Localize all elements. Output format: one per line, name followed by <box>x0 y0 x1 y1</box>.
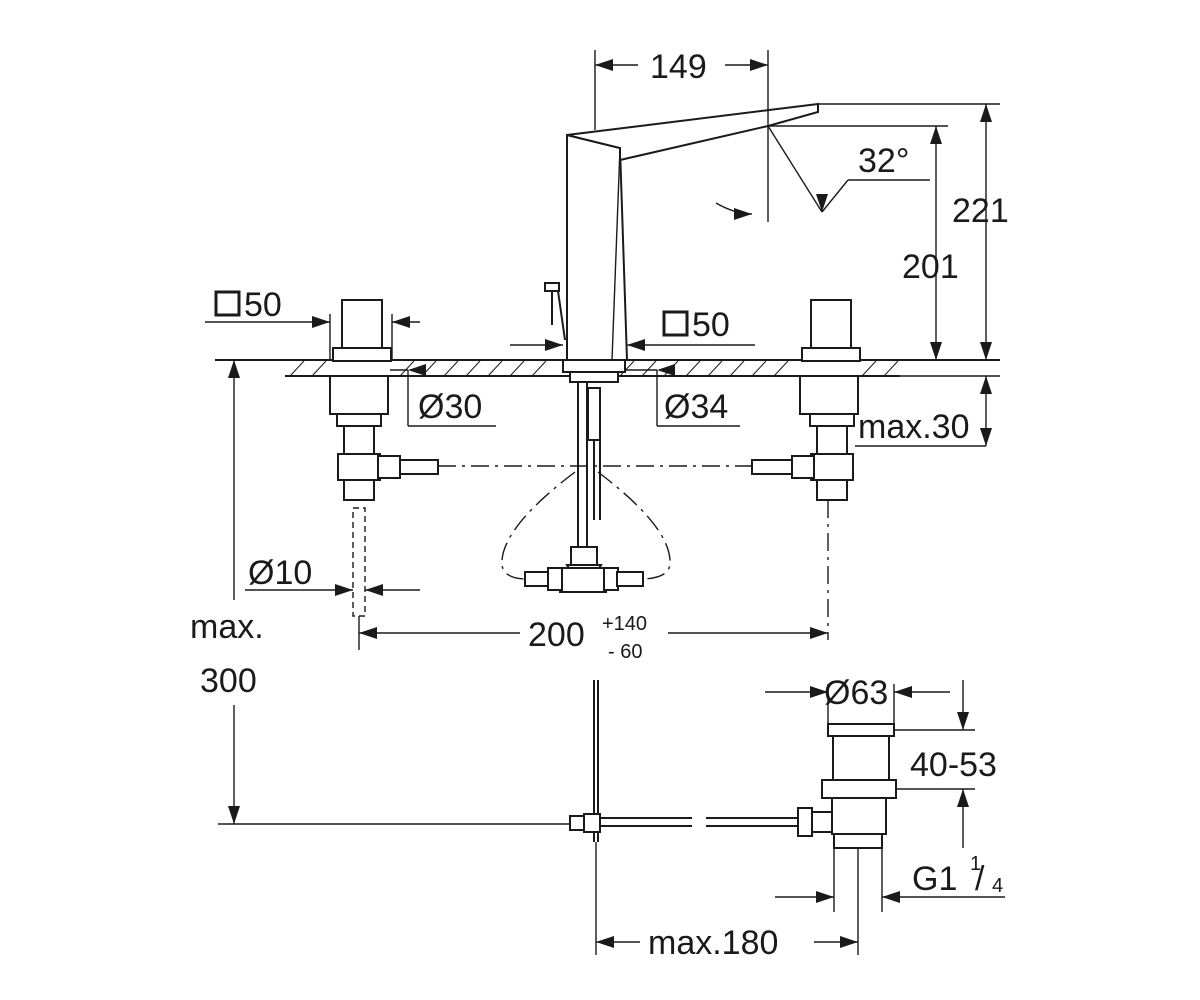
dimension-arrow-icon <box>335 584 353 596</box>
dim-waste-diameter: Ø63 <box>824 674 888 712</box>
square-symbol-icon <box>662 310 689 337</box>
dim-supply-diameter: Ø10 <box>248 554 312 592</box>
hatch-line <box>707 360 723 377</box>
dimension-arrow-icon <box>810 627 828 639</box>
hose-routing <box>438 465 752 580</box>
dim-max-deck-thickness: max.30 <box>858 408 970 446</box>
hatch-line <box>443 360 459 377</box>
dimension-arrow-icon <box>980 428 992 446</box>
dimension-arrow-icon <box>930 126 942 144</box>
right-valve <box>751 299 861 640</box>
dim-spread-base: 200 <box>528 616 585 654</box>
dimension-arrow-icon <box>980 104 992 122</box>
dimension-arrow-icon <box>980 342 992 360</box>
dimension-arrow-icon <box>545 339 563 351</box>
dimension-lines <box>205 50 1005 955</box>
dimension-arrow-icon <box>816 891 834 903</box>
hatch-line <box>531 360 547 377</box>
dimension-arrow-icon <box>840 936 858 948</box>
dimension-arrow-icon <box>359 627 377 639</box>
dimension-arrow-icon <box>734 208 752 220</box>
dim-spread-minus: - 60 <box>608 641 642 663</box>
hatch-line <box>861 360 877 377</box>
hatch-line <box>289 360 305 377</box>
spout-body <box>524 102 819 593</box>
hatch-line <box>685 360 701 377</box>
dimension-arrow-icon <box>596 936 614 948</box>
popup-waste <box>569 680 897 849</box>
dimension-arrow-icon <box>392 316 410 328</box>
dimension-arrow-icon <box>816 194 828 212</box>
dim-thread-denominator: 4 <box>992 875 1003 897</box>
thread-fraction-slash: / <box>975 860 985 898</box>
hatch-line <box>509 360 525 377</box>
dimension-arrow-icon <box>882 891 900 903</box>
hatch-line <box>773 360 789 377</box>
dim-thread-numerator: 1 <box>970 853 981 875</box>
hatch-line <box>729 360 745 377</box>
hatch-line <box>619 360 635 377</box>
dim-spout-angle: 32° <box>858 142 909 180</box>
dim-spread-plus: +140 <box>602 613 647 635</box>
dim-left-hole-diameter: Ø30 <box>418 388 482 426</box>
dimension-arrow-icon <box>957 789 969 807</box>
dimension-arrow-icon <box>957 712 969 730</box>
dimension-arrow-icon <box>408 364 426 376</box>
dimension-arrow-icon <box>595 59 613 71</box>
dim-waste-thread: G1 <box>912 860 957 898</box>
dim-max-depth: 300 <box>200 662 257 700</box>
dim-spout-height: 201 <box>902 248 959 286</box>
dim-waste-height: 40-53 <box>910 746 997 784</box>
dim-center-hole-diameter: Ø34 <box>664 388 728 426</box>
dimension-arrow-icon <box>657 364 675 376</box>
dimension-arrows <box>228 59 992 948</box>
dimension-arrow-icon <box>627 339 645 351</box>
dim-spout-projection: 149 <box>650 48 707 86</box>
dimension-arrow-icon <box>980 376 992 394</box>
dimension-arrow-icon <box>228 806 240 824</box>
dim-left-handle-square: 50 <box>244 286 282 324</box>
dim-center-base-square: 50 <box>692 306 730 344</box>
dimension-arrow-icon <box>930 342 942 360</box>
left-valve <box>329 299 439 617</box>
dimension-arrow-icon <box>750 59 768 71</box>
hatch-line <box>465 360 481 377</box>
hatch-line <box>487 360 503 377</box>
hatch-line <box>311 360 327 377</box>
square-symbol-icon <box>214 290 241 317</box>
dim-max-label: max. <box>190 608 264 646</box>
hatch-line <box>399 360 415 377</box>
dim-total-height: 221 <box>952 192 1009 230</box>
hatch-line <box>751 360 767 377</box>
hatch-line <box>883 360 899 377</box>
dim-max-rod-reach: max.180 <box>648 924 778 962</box>
dimension-arrow-icon <box>810 686 828 698</box>
dimension-arrow-icon <box>312 316 330 328</box>
dimension-arrow-icon <box>894 686 912 698</box>
dimension-arrow-icon <box>228 360 240 378</box>
dimension-arrow-icon <box>365 584 383 596</box>
hatch-line <box>641 360 657 377</box>
